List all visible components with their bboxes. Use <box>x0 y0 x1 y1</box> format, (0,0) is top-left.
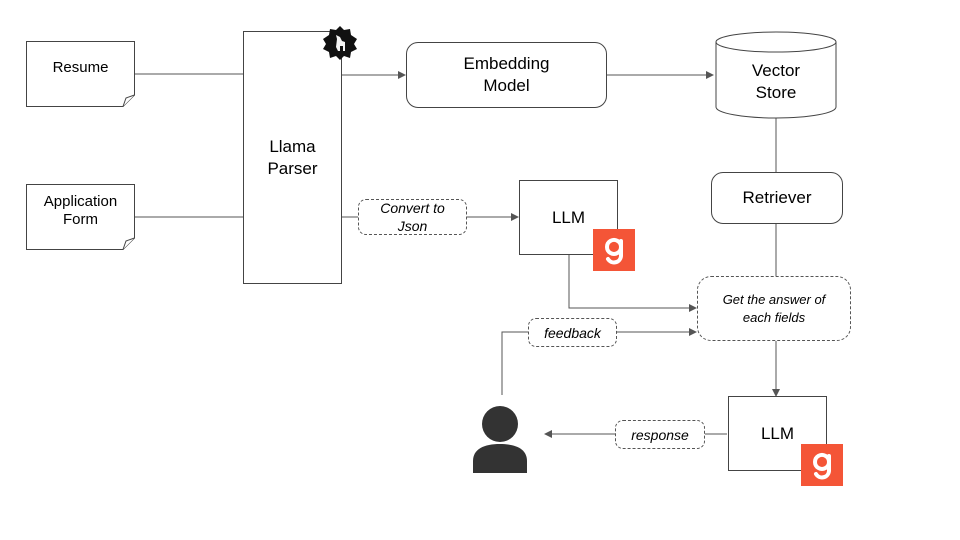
embedding-model-node: Embedding Model <box>406 42 607 108</box>
retriever-label: Retriever <box>742 188 812 207</box>
answer-fields-label: Get the answer of each fields <box>722 291 826 325</box>
gemma-glyph-icon <box>605 237 623 265</box>
gemma-logo-icon <box>593 229 635 271</box>
application-form-document: Application Form <box>26 184 135 250</box>
convert-to-json-label: Convert to Json <box>380 200 445 234</box>
answer-fields-node: Get the answer of each fields <box>697 276 851 341</box>
retriever-node: Retriever <box>711 172 843 224</box>
resume-label: Resume <box>52 59 109 76</box>
embedding-model-label: Embedding Model <box>463 54 550 95</box>
gemma-glyph-icon <box>813 452 831 480</box>
llm-top-label: LLM <box>551 207 586 227</box>
edge-llm-answer <box>568 255 697 312</box>
llama-logo-icon <box>323 26 357 60</box>
document-shape-icon <box>26 41 135 107</box>
response-label-box: response <box>615 420 705 449</box>
vector-store-node: Vector Store <box>714 31 838 121</box>
response-label: response <box>631 426 689 443</box>
user-icon <box>473 406 527 473</box>
feedback-label: feedback <box>544 324 601 341</box>
resume-document: Resume <box>26 41 135 107</box>
llama-parser-node: Llama Parser <box>243 31 342 284</box>
llama-parser-label: Llama Parser <box>267 136 318 178</box>
convert-to-json-label-box: Convert to Json <box>358 199 467 235</box>
database-cylinder-icon <box>715 31 837 119</box>
llm-bottom-label: LLM <box>760 423 795 443</box>
document-shape-icon <box>26 184 135 250</box>
edge-user-feedback <box>501 331 528 395</box>
application-form-label: Application Form <box>43 193 118 228</box>
vector-store-label: Vector Store <box>751 61 801 102</box>
feedback-label-box: feedback <box>528 318 617 347</box>
gemma-logo-icon <box>801 444 843 486</box>
